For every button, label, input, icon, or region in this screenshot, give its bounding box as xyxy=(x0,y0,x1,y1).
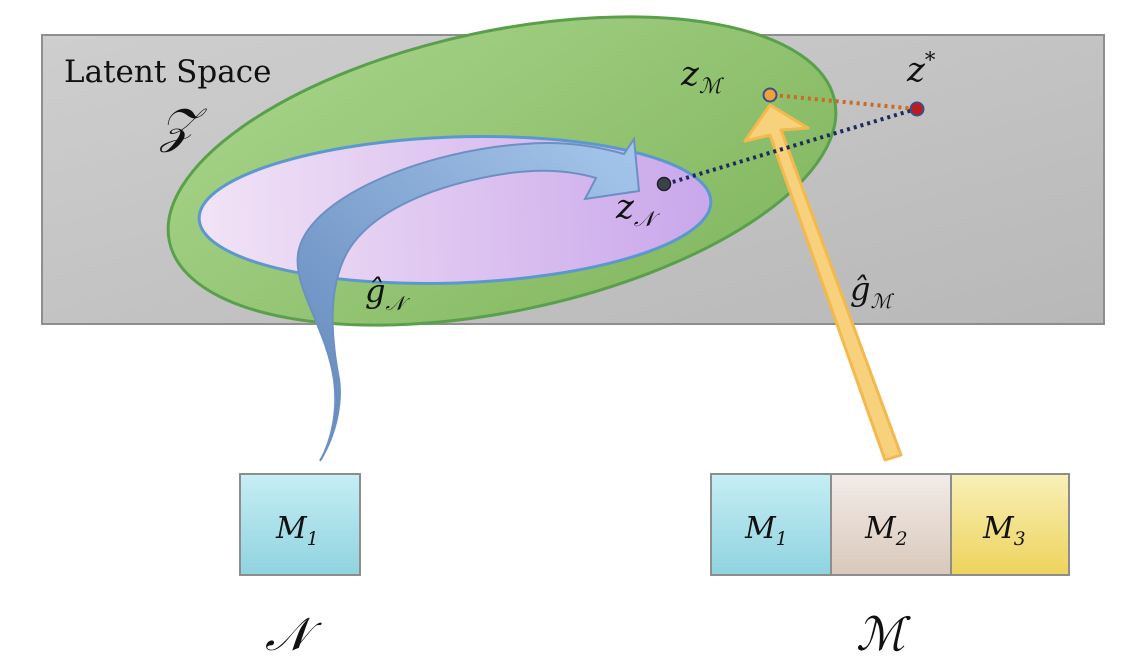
right-module-m3-label: M3 xyxy=(982,511,1026,550)
distance-line-z-m-to-z-star xyxy=(772,93,917,111)
left-set-label: 𝒩 xyxy=(265,607,322,661)
right-module-m3-box xyxy=(950,473,1070,576)
right-module-m2-label: M2 xyxy=(864,511,908,550)
left-module-m1-box xyxy=(239,473,361,576)
g-n-label: ĝ𝒩 xyxy=(365,272,410,315)
distance-line-z-n-to-z-star xyxy=(665,107,917,186)
left-module-stack: M1 xyxy=(239,473,361,576)
right-module-m1-label: M1 xyxy=(744,511,788,550)
z-star-label: z* xyxy=(906,47,936,90)
right-module-stack: M1 M2 M3 xyxy=(710,473,1070,576)
latent-space-title: Latent Space xyxy=(64,54,271,90)
left-module-m1-label: M1 xyxy=(275,511,319,550)
yellow-mapping-arrow xyxy=(743,103,903,462)
right-set-label: ℳ xyxy=(856,607,911,661)
blue-mapping-arrow xyxy=(296,136,641,462)
z-m-point xyxy=(762,87,778,103)
z-m-label: zℳ xyxy=(680,54,725,98)
g-m-label: ĝℳ xyxy=(850,270,894,313)
right-module-m2-box xyxy=(830,473,952,576)
right-module-m1-box xyxy=(710,473,832,576)
z-star-point xyxy=(909,101,925,117)
z-n-point xyxy=(656,176,672,192)
